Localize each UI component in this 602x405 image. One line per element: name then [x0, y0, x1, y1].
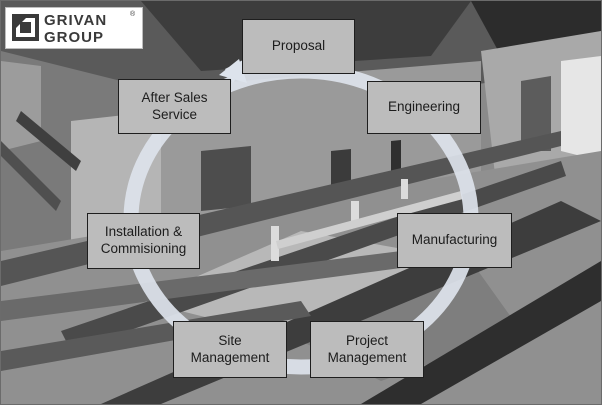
step-project-management: Project Management: [310, 321, 424, 378]
step-installation-commisioning: Installation & Commisioning: [87, 213, 200, 269]
logo-mark-icon: [12, 14, 39, 41]
step-label: After Sales Service: [141, 89, 208, 122]
logo-text-line1: GRIVAN: [44, 12, 108, 29]
step-label: Engineering: [387, 99, 461, 115]
grivan-group-logo: GRIVAN GROUP ®: [5, 7, 143, 49]
step-label: Proposal: [271, 38, 326, 54]
step-label: Site Management: [190, 332, 270, 365]
step-engineering: Engineering: [367, 81, 481, 134]
step-label: Manufacturing: [411, 232, 498, 248]
step-after-sales-service: After Sales Service: [118, 79, 231, 134]
logo-registered-mark: ®: [130, 11, 136, 18]
step-proposal: Proposal: [242, 19, 355, 74]
step-label: Installation & Commisioning: [100, 224, 187, 256]
step-manufacturing: Manufacturing: [397, 213, 512, 268]
step-label: Project Management: [327, 332, 407, 365]
logo-text-line2: GROUP: [44, 29, 105, 46]
step-site-management: Site Management: [173, 321, 287, 378]
